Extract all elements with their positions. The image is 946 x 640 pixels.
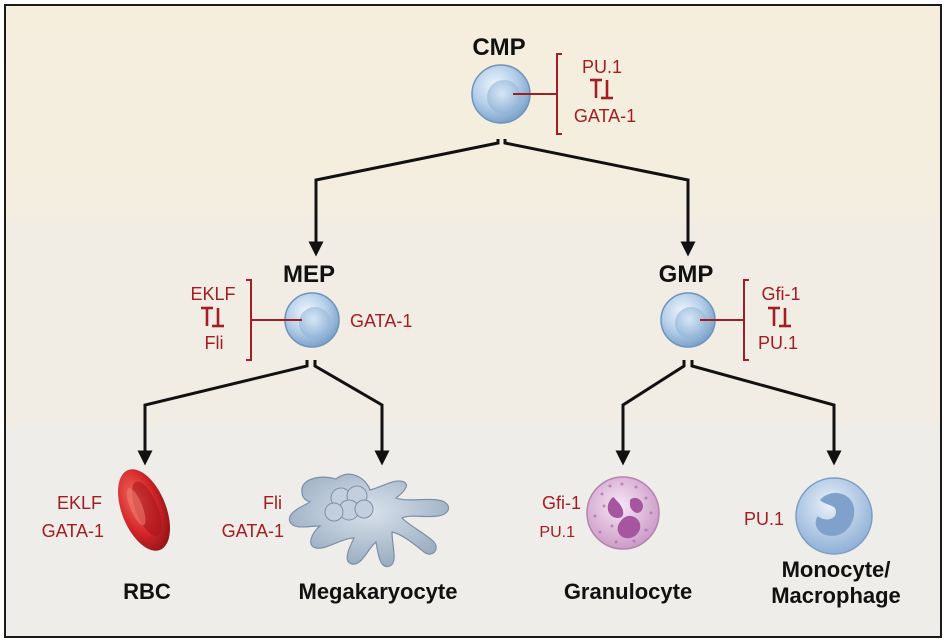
rbc-label: RBC — [123, 579, 171, 604]
lineage-connectors — [137, 139, 842, 466]
mutual-inhibition-icon — [201, 306, 224, 328]
gmp-cell-icon — [660, 292, 716, 348]
gmp-node: GMP Gfi-1 PU.1 — [659, 261, 801, 361]
gmp-factor-top: Gfi-1 — [761, 284, 800, 304]
mep-label: MEP — [283, 261, 335, 288]
megakaryocyte-factor-1: Fli — [263, 493, 282, 513]
cmp-factor-bottom: GATA-1 — [574, 106, 636, 126]
rbc-factor-1: EKLF — [57, 493, 102, 513]
mutual-inhibition-icon — [590, 78, 613, 100]
cmp-regulation-bracket — [513, 53, 562, 135]
gmp-regulation-bracket — [700, 279, 749, 361]
gmp-to-granulocyte-arrow — [615, 360, 686, 466]
cmp-to-mep-arrow — [308, 139, 500, 257]
monocyte-factor-1: PU.1 — [744, 509, 784, 529]
monocyte-icon — [795, 477, 873, 555]
gmp-factor-bottom: PU.1 — [758, 333, 798, 353]
monocyte-node: PU.1 Monocyte/ Macrophage — [744, 477, 901, 608]
mep-to-rbc-arrow — [137, 360, 309, 466]
granulocyte-node: Gfi-1 PU.1 Granulocyte — [539, 476, 692, 604]
cmp-to-gmp-arrow — [503, 139, 696, 257]
gmp-label: GMP — [659, 261, 714, 288]
granulocyte-factor-2: PU.1 — [539, 524, 575, 541]
mep-factor-right: GATA-1 — [350, 311, 412, 331]
megakaryocyte-factor-2: GATA-1 — [222, 521, 284, 541]
monocyte-label-line2: Macrophage — [771, 583, 901, 608]
megakaryocyte-label: Megakaryocyte — [299, 579, 458, 604]
granulocyte-label: Granulocyte — [564, 579, 692, 604]
monocyte-label-line1: Monocyte/ — [782, 557, 891, 582]
cmp-cell-icon — [471, 64, 531, 124]
mep-cell-icon — [284, 292, 340, 348]
mutual-inhibition-icon — [768, 306, 791, 328]
diagram-frame: CMP PU.1 GATA-1 MEP EKLF F — [4, 4, 942, 638]
hematopoiesis-diagram: CMP PU.1 GATA-1 MEP EKLF F — [42, 34, 901, 608]
rbc-node: EKLF GATA-1 RBC — [42, 469, 171, 604]
cmp-label: CMP — [472, 34, 525, 61]
megakaryocyte-node: Fli GATA-1 Megakaryocyte — [222, 473, 458, 604]
mep-factor-left-bottom: Fli — [205, 333, 224, 353]
megakaryocyte-icon — [288, 473, 450, 568]
granulocyte-factor-1: Gfi-1 — [542, 493, 581, 513]
cmp-node: CMP PU.1 GATA-1 — [471, 34, 636, 135]
red-blood-cell-icon — [118, 469, 170, 551]
rbc-factor-2: GATA-1 — [42, 521, 104, 541]
mep-to-megakaryocyte-arrow — [313, 360, 390, 466]
cmp-factor-top: PU.1 — [582, 57, 622, 77]
mep-node: MEP EKLF Fli GATA-1 — [190, 261, 412, 361]
mep-regulation-bracket — [246, 279, 302, 361]
granulocyte-icon — [586, 476, 660, 550]
gmp-to-monocyte-arrow — [690, 360, 842, 466]
mep-factor-left-top: EKLF — [190, 284, 235, 304]
